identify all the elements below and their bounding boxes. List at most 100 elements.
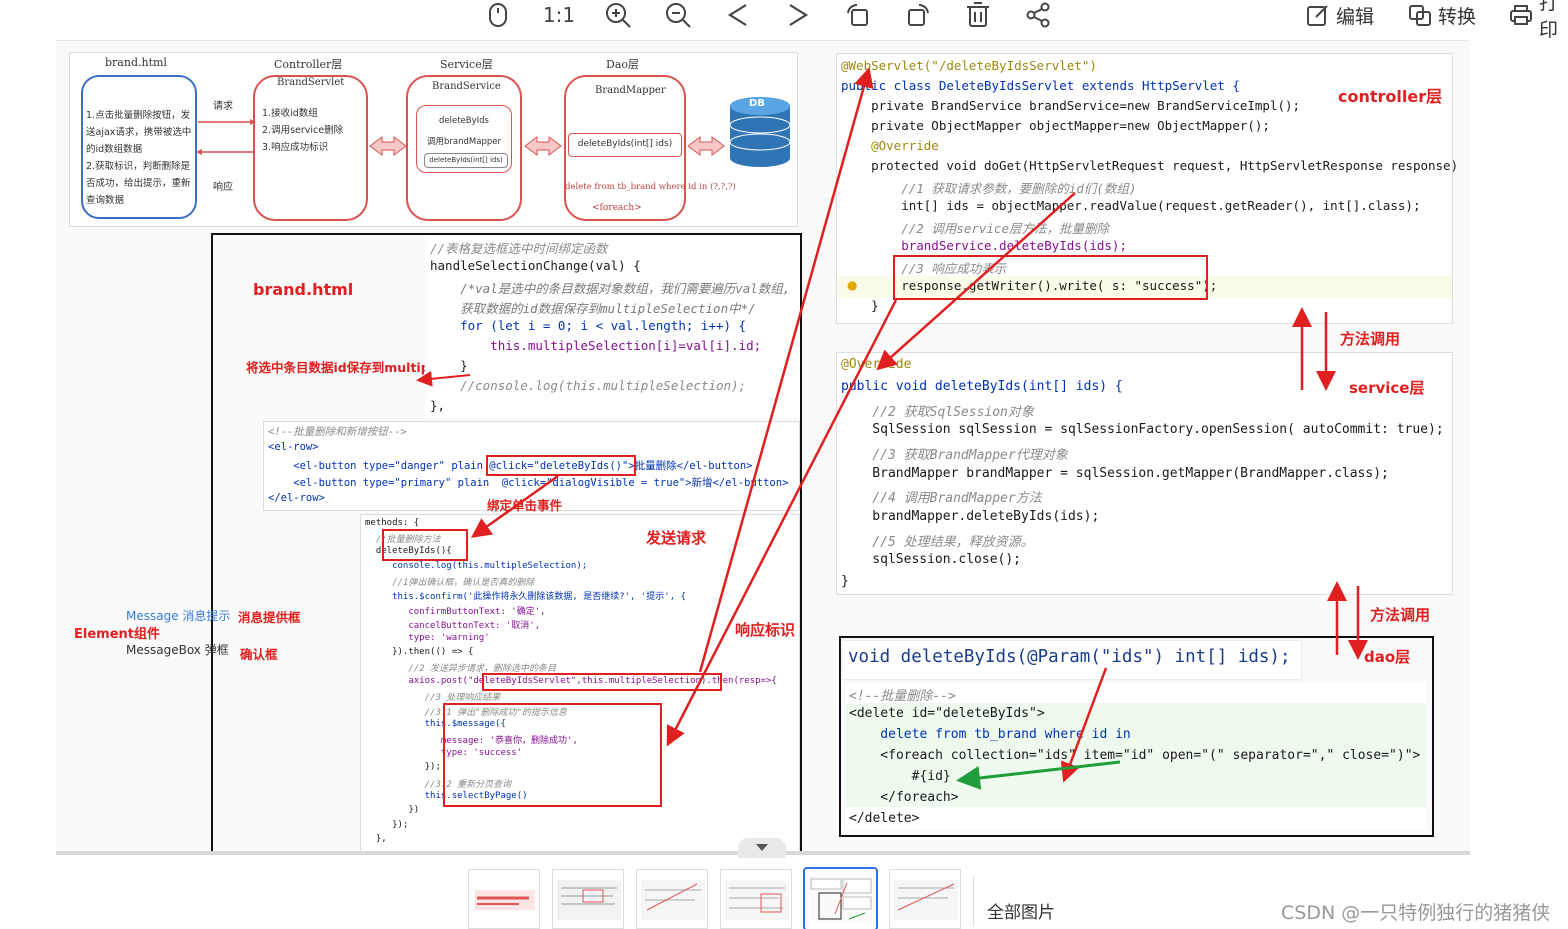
diagram-arrows bbox=[196, 97, 791, 167]
brand-html-box bbox=[81, 75, 197, 219]
code-line: brandService.deleteByIds(ids); bbox=[841, 238, 1127, 253]
code-line: //1弹出确认框，确认是否真的删除 bbox=[365, 578, 535, 588]
controller-label: controller层 bbox=[1338, 87, 1443, 106]
brand-mapper-title: BrandMapper bbox=[595, 85, 666, 96]
code-line: //1 获取请求参数，要删除的id们(数组) bbox=[841, 181, 1137, 196]
code-line: }) bbox=[365, 805, 420, 815]
axios-highlight bbox=[482, 673, 722, 691]
zoom-in-icon[interactable] bbox=[601, 0, 635, 30]
code-line: handleSelectionChange(val) { bbox=[430, 258, 641, 273]
code-line: for (let i = 0; i < val.length; i++) { bbox=[430, 318, 747, 333]
mapper-method-box bbox=[568, 133, 682, 157]
delete-icon[interactable] bbox=[961, 0, 995, 30]
next-icon[interactable] bbox=[781, 0, 815, 30]
response-label: 响应 bbox=[213, 182, 233, 193]
dao-signature-panel: void deleteByIds(@Param("ids") int[] ids… bbox=[842, 641, 1301, 679]
db-icon: DB bbox=[749, 98, 765, 109]
mouse-icon[interactable] bbox=[481, 0, 515, 30]
buttons-code-panel: <!--批量删除和新增按钮--> <el-row> <el-button typ… bbox=[263, 421, 800, 511]
code-line: //3.2 重新分页查询 bbox=[365, 780, 512, 790]
rotate-left-icon[interactable] bbox=[841, 0, 875, 30]
service-method-text: deleteByIds(int[] ids) bbox=[429, 156, 503, 164]
code-line: confirmButtonText: '确定', bbox=[365, 607, 546, 617]
code-line: <foreach collection="ids" item="id" open… bbox=[849, 748, 1421, 763]
dao-label: dao层 bbox=[1364, 648, 1411, 666]
response-write-highlight bbox=[893, 255, 1208, 300]
convert-icon bbox=[1409, 5, 1431, 26]
code-line: <el-row> bbox=[268, 441, 319, 453]
code-line: delete from tb_brand where id in bbox=[849, 727, 1131, 742]
diagram-col-dao: Dao层 bbox=[606, 58, 639, 71]
code-line: }).then(() => { bbox=[365, 647, 474, 657]
thumbnail-3[interactable] bbox=[636, 869, 708, 929]
one-to-one-button[interactable]: 1:1 bbox=[542, 3, 576, 27]
service-box bbox=[406, 75, 522, 221]
code-line: private ObjectMapper objectMapper=new Ob… bbox=[841, 118, 1270, 133]
code-line: <delete id="deleteByIds"> bbox=[849, 706, 1045, 721]
code-line: BrandMapper brandMapper = sqlSession.get… bbox=[841, 466, 1389, 481]
method-highlight bbox=[382, 529, 468, 561]
edit-label: 编辑 bbox=[1336, 5, 1375, 28]
collapse-thumbnails-button[interactable] bbox=[738, 838, 786, 858]
convert-button[interactable]: 转换 bbox=[1408, 0, 1476, 30]
code-line: //批量删除方法 bbox=[365, 535, 441, 545]
code-line: sqlSession.close(); bbox=[841, 552, 1022, 567]
code-line: type: 'success' bbox=[365, 748, 523, 758]
code-line: //4 调用BrandMapper方法 bbox=[841, 491, 1042, 506]
diagram-col-service: Service层 bbox=[440, 58, 493, 71]
code-line: <!--批量删除--> bbox=[849, 689, 956, 704]
code-line: } bbox=[841, 298, 879, 313]
print-button[interactable]: 打印 bbox=[1509, 0, 1568, 41]
chevron-down-icon bbox=[756, 844, 768, 851]
element-group-label: Element组件 bbox=[74, 627, 160, 642]
service-method-box bbox=[424, 153, 508, 168]
brand-html-label: brand.html bbox=[253, 280, 354, 299]
code-line: //console.log(this.multipleSelection); bbox=[430, 378, 747, 393]
thumbnail-2[interactable] bbox=[552, 869, 624, 929]
thumb-divider bbox=[973, 876, 974, 926]
servlet-code-panel: @WebServlet("/deleteByIdsServlet") publi… bbox=[836, 53, 1458, 324]
code-line: 获取数据的id数据保存到multipleSelection中*/ bbox=[430, 301, 756, 316]
print-label: 打印 bbox=[1539, 0, 1559, 41]
diagram-col-brand-html: brand.html bbox=[105, 56, 167, 69]
code-line: int[] ids = objectMapper.readValue(reque… bbox=[841, 198, 1421, 213]
code-line: protected void doGet(HttpServletRequest … bbox=[841, 158, 1459, 173]
code-line: brandMapper.deleteByIds(ids); bbox=[841, 509, 1100, 524]
thumbnail-6[interactable] bbox=[889, 869, 961, 929]
thumbnail-5-active[interactable] bbox=[803, 867, 878, 929]
code-line: </delete> bbox=[849, 811, 920, 826]
edit-button[interactable]: 编辑 bbox=[1306, 0, 1374, 30]
code-line: axios.post("deleteByIdsServlet",this.mul… bbox=[365, 676, 777, 686]
share-icon[interactable] bbox=[1021, 0, 1055, 30]
current-line-highlight bbox=[838, 276, 1452, 298]
request-label: 请求 bbox=[213, 101, 233, 112]
sql-text: delete from tb_brand where id in (?,?,?) bbox=[565, 182, 736, 192]
thumbnail-4[interactable] bbox=[720, 869, 792, 929]
code-line: @Override bbox=[841, 138, 939, 153]
code-line: //表格复选框选中时间绑定函数 bbox=[430, 241, 608, 256]
code-line: deleteByIds(){ bbox=[365, 546, 452, 556]
methods-code-panel: methods: { //批量删除方法 deleteByIds(){ conso… bbox=[360, 514, 800, 852]
send-request-label: 发送请求 bbox=[646, 529, 707, 547]
click-highlight bbox=[486, 455, 636, 476]
thumbnail-1[interactable] bbox=[468, 869, 540, 929]
code-line: SqlSession sqlSession = sqlSessionFactor… bbox=[841, 422, 1444, 437]
lightbulb-icon[interactable]: ● bbox=[847, 278, 858, 292]
brand-service-title: BrandService bbox=[432, 81, 501, 92]
all-images-link[interactable]: 全部图片 bbox=[987, 903, 1055, 923]
dao-frame bbox=[839, 636, 1434, 837]
prev-icon[interactable] bbox=[721, 0, 755, 30]
method-call-label-2: 方法调用 bbox=[1370, 606, 1431, 624]
code-line: //2 调用service层方法，批量删除 bbox=[841, 221, 1109, 236]
rotate-right-icon[interactable] bbox=[901, 0, 935, 30]
zoom-out-icon[interactable] bbox=[661, 0, 695, 30]
code-line: <el-button type="danger" plain @click="d… bbox=[268, 460, 753, 472]
code-line: //2 获取SqlSession对象 bbox=[841, 405, 1034, 420]
code-line: //3.1 弹出"删除成功"的提示信息 bbox=[365, 708, 567, 718]
messagebox-label: MessageBox 弹框 bbox=[126, 643, 229, 657]
selection-code-panel: //表格复选框选中时间绑定函数 handleSelectionChange(va… bbox=[425, 236, 800, 418]
code-line: }, bbox=[365, 834, 387, 844]
